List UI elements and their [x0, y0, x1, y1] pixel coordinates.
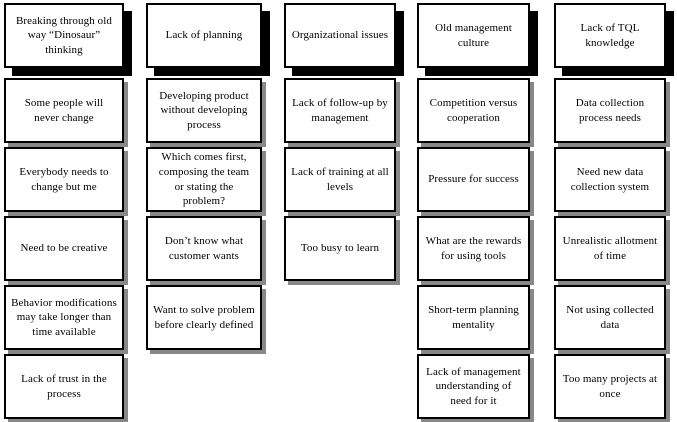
affinity-header-card: Old management culture: [417, 3, 530, 68]
affinity-item-card: Which comes first, composing the team or…: [146, 147, 262, 212]
affinity-item-card: Developing product without developing pr…: [146, 78, 262, 143]
affinity-item-card: Everybody needs to change but me: [4, 147, 124, 212]
affinity-item-card: Need new data collection system: [554, 147, 666, 212]
affinity-column-lack-of-planning: Lack of planning Developing product with…: [146, 3, 262, 354]
affinity-item-card: Pressure for success: [417, 147, 530, 212]
affinity-item-card: Need to be creative: [4, 216, 124, 281]
affinity-item-card: Some people will never change: [4, 78, 124, 143]
affinity-column-dinosaur-thinking: Breaking through old way “Dinosaur” thin…: [4, 3, 124, 422]
affinity-column-old-management-culture: Old management culture Competition versu…: [417, 3, 530, 422]
affinity-item-card: Lack of management understanding of need…: [417, 354, 530, 419]
affinity-column-lack-of-tql-knowledge: Lack of TQL knowledge Data collection pr…: [554, 3, 666, 422]
affinity-item-card: Data collection process needs: [554, 78, 666, 143]
affinity-item-card: Too busy to learn: [284, 216, 396, 281]
affinity-item-card: Lack of training at all levels: [284, 147, 396, 212]
affinity-item-card: Not using collected data: [554, 285, 666, 350]
affinity-item-card: Short-term planning mentality: [417, 285, 530, 350]
affinity-item-card: Too many projects at once: [554, 354, 666, 419]
affinity-item-card: Competition versus cooperation: [417, 78, 530, 143]
affinity-column-organizational-issues: Organizational issues Lack of follow-up …: [284, 3, 396, 285]
affinity-header-card: Breaking through old way “Dinosaur” thin…: [4, 3, 124, 68]
affinity-item-card: Behavior modifications may take longer t…: [4, 285, 124, 350]
affinity-item-card: What are the rewards for using tools: [417, 216, 530, 281]
affinity-item-card: Don’t know what customer wants: [146, 216, 262, 281]
affinity-item-card: Want to solve problem before clearly def…: [146, 285, 262, 350]
affinity-item-card: Lack of follow-up by management: [284, 78, 396, 143]
affinity-header-card: Lack of planning: [146, 3, 262, 68]
affinity-header-card: Lack of TQL knowledge: [554, 3, 666, 68]
affinity-header-card: Organizational issues: [284, 3, 396, 68]
affinity-item-card: Unrealistic allotment of time: [554, 216, 666, 281]
affinity-item-card: Lack of trust in the process: [4, 354, 124, 419]
